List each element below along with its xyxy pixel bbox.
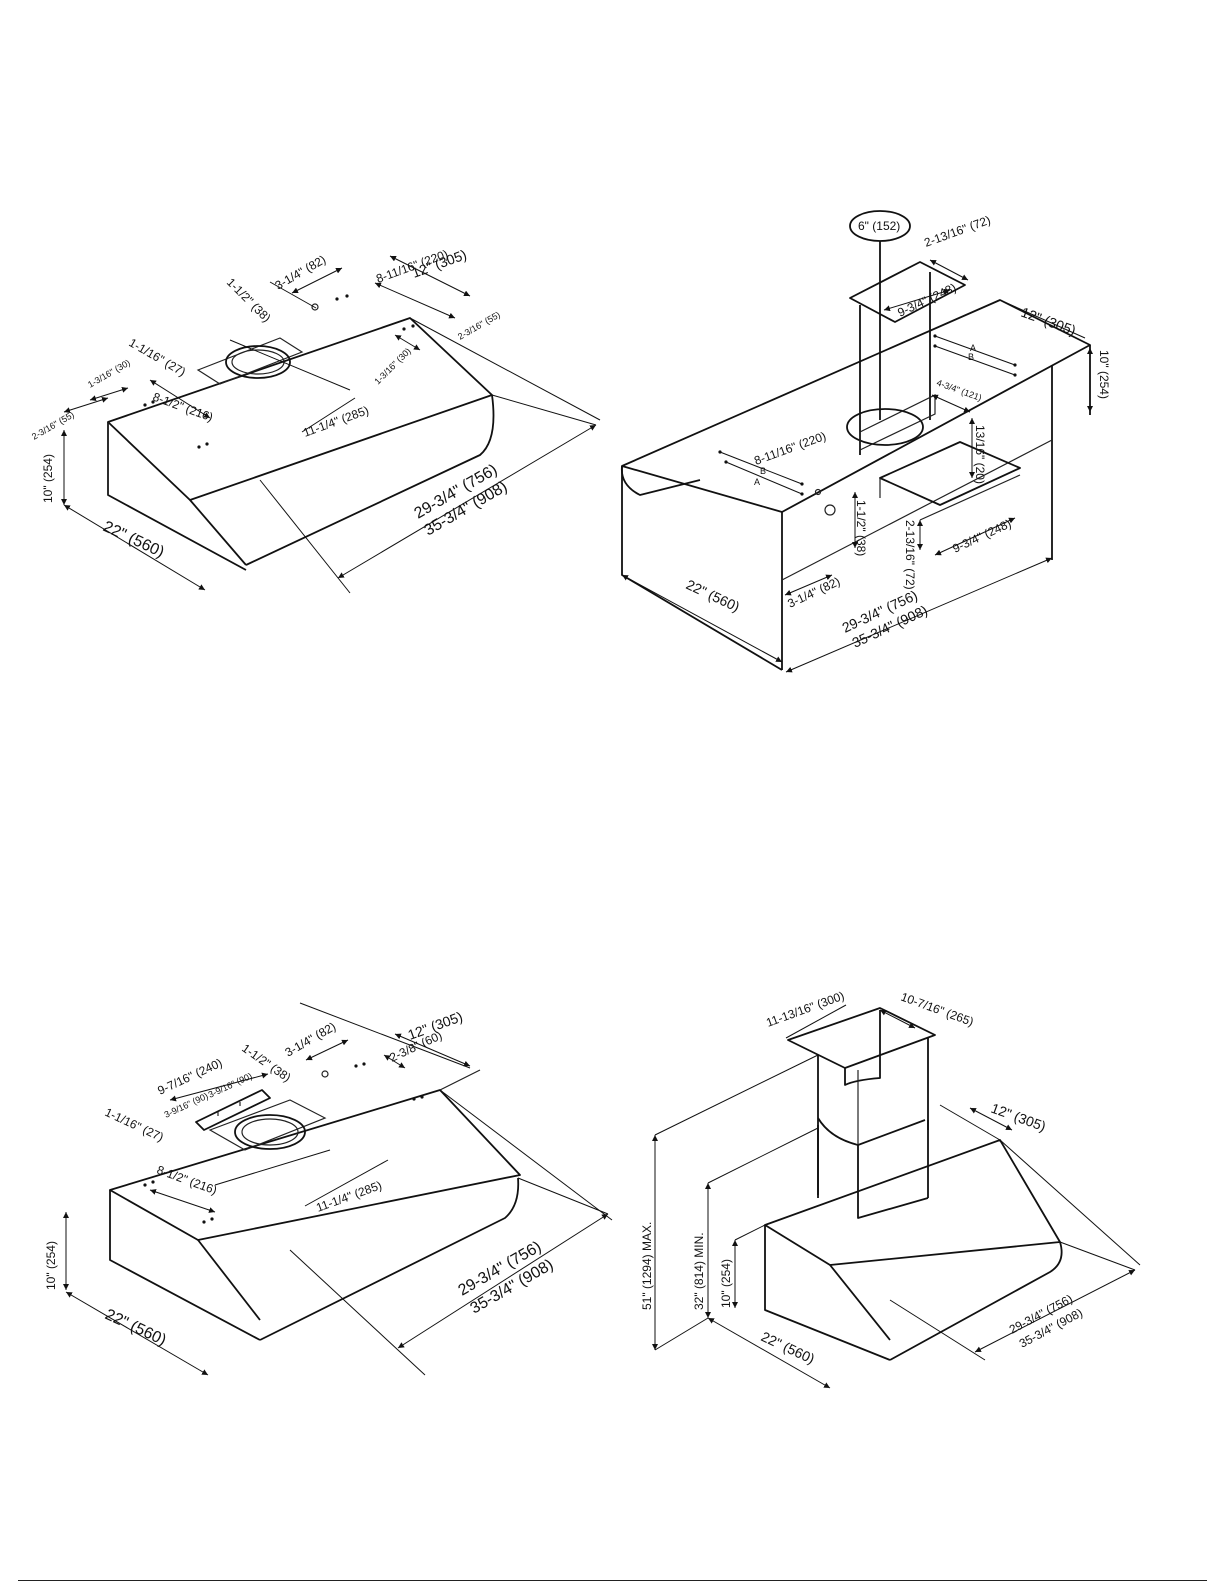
dim-11-1-4: 11-1/4" (285) xyxy=(301,403,370,440)
dim-51-max: 51" (1294) MAX. xyxy=(640,1222,654,1310)
drawing-bottom-right-chimney-hood: 11-13/16" (300) 10-7/16" (265) 12" (305)… xyxy=(640,989,1141,1389)
dim-22-depth: 22" (560) xyxy=(759,1328,818,1367)
dim-10-height: 10" (254) xyxy=(1097,350,1111,399)
label-a-bottom: A xyxy=(754,477,760,487)
dim-2-3-16-right: 2-3/16" (55) xyxy=(456,309,502,341)
dim-3-1-4: 3-1/4" (82) xyxy=(785,574,842,610)
drawing-top-left-hood: 1-1/2" (38) 3-1/4" (82) 12" (305) 8-11/1… xyxy=(30,246,601,594)
dim-12: 12" (305) xyxy=(1019,304,1078,339)
dim-1-3-16-right: 1-3/16" (30) xyxy=(372,346,412,386)
dim-2-13-16-top: 2-13/16" (72) xyxy=(922,213,992,250)
motor-cutout xyxy=(208,1099,327,1151)
dim-22-depth: 22" (560) xyxy=(684,576,743,615)
dim-8-11-16: 8-11/16" (220) xyxy=(752,429,828,468)
dim-9-3-4-bottom: 9-3/4" (248) xyxy=(950,516,1013,555)
drawing-bottom-left-hood: 12" (305) 3-1/4" (82) 2-3/8" (60) 1-1/2"… xyxy=(44,1002,613,1376)
dim-22-depth: 22" (560) xyxy=(102,1306,168,1349)
dimension-lines xyxy=(652,1004,1141,1389)
page-bottom-rule xyxy=(18,1580,1207,1581)
dim-2-3-16-left: 2-3/16" (55) xyxy=(30,409,76,441)
rear-rectangular-outlet xyxy=(879,441,1021,521)
dim-1-1-16: 1-1/16" (27) xyxy=(127,335,189,379)
mounting-holes xyxy=(143,1062,424,1224)
dim-12: 12" (305) xyxy=(989,1100,1048,1135)
dim-8-1-2: 8-1/2" (216) xyxy=(151,390,215,425)
dim-1-1-16: 1-1/16" (27) xyxy=(103,1105,166,1144)
dimension-lines xyxy=(61,255,601,594)
dim-3-9-16-a: 3-9/16" (90) xyxy=(163,1091,210,1120)
chimney xyxy=(787,1007,936,1219)
dim-6-duct: 6" (152) xyxy=(858,219,900,233)
label-a-top: A xyxy=(970,343,976,353)
dim-8-1-2: 8-1/2" (216) xyxy=(155,1163,219,1198)
dim-10-height: 10" (254) xyxy=(44,1241,58,1290)
dim-1-1-2: 1-1/2" (38) xyxy=(854,500,868,556)
dim-1-3-16-left: 1-3/16" (30) xyxy=(86,357,132,389)
dim-3-1-4: 3-1/4" (82) xyxy=(283,1019,339,1059)
duct-damper xyxy=(846,210,966,455)
dim-3-1-4: 3-1/4" (82) xyxy=(273,252,329,292)
dim-13-16: 13/16" (20) xyxy=(973,425,987,484)
dim-1-1-2: 1-1/2" (38) xyxy=(224,275,274,325)
dim-32-min: 32" (814) MIN. xyxy=(692,1232,706,1310)
dim-10-height: 10" (254) xyxy=(719,1259,733,1308)
drawing-top-right-hood: 6" (152) 2-13/16" (72) 9-3/4" (248) 12" … xyxy=(620,210,1111,673)
label-b-top: B xyxy=(968,352,974,362)
label-b-bottom: B xyxy=(760,466,766,476)
dim-22-depth: 22" (560) xyxy=(100,518,166,561)
dimension-lines xyxy=(63,1002,613,1376)
dim-3-9-16-b: 3-9/16" (90) xyxy=(207,1071,254,1100)
dim-9-3-4-top: 9-3/4" (248) xyxy=(895,280,958,319)
dimension-lines xyxy=(621,259,1093,673)
dim-2-13-16-bottom: 2-13/16" (72) xyxy=(903,520,917,590)
dim-10-height: 10" (254) xyxy=(41,454,55,503)
